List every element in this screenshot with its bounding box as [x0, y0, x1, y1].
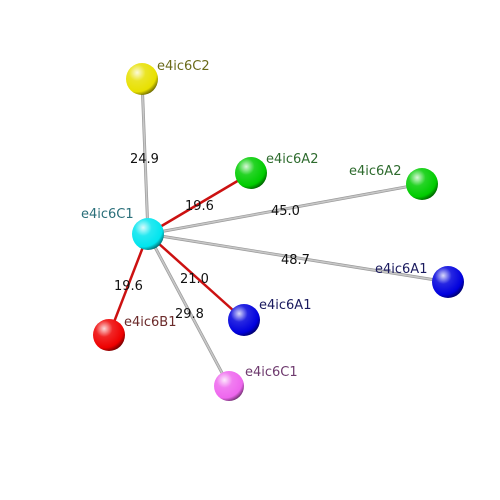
atom-label-a2_near: e4ic6A2	[266, 152, 318, 167]
distance-label-a2_near: 19.6	[185, 199, 214, 214]
nodes-layer	[93, 63, 464, 401]
edge-a2_near	[147, 171, 252, 236]
atom-a2_near	[235, 157, 267, 189]
labels-layer: 24.9 19.6 45.0 48.7 21.0 29.8 19.6 e4ic6C1 e4ic6…	[81, 59, 427, 380]
atom-c1_pink	[214, 371, 244, 401]
atom-label-c1_pink: e4ic6C1	[245, 365, 298, 380]
atom-a1_far	[432, 266, 464, 298]
edge-a1_near	[147, 233, 245, 321]
atom-label-c2: e4ic6C2	[157, 59, 210, 74]
distance-label-a2_far: 45.0	[271, 204, 300, 219]
atom-label-b1: e4ic6B1	[124, 315, 177, 330]
atom-a2_far	[406, 168, 438, 200]
atom-label-a1_near: e4ic6A1	[259, 298, 311, 313]
distance-label-c2: 24.9	[130, 152, 159, 167]
edges-layer	[107, 78, 449, 387]
distance-label-a1_far: 48.7	[281, 253, 310, 268]
distance-label-a1_near: 21.0	[180, 272, 209, 287]
edge-c1_pink	[147, 233, 230, 387]
atom-c2	[126, 63, 158, 95]
distance-label-b1: 19.6	[114, 279, 143, 294]
atom-label-a1_far: e4ic6A1	[375, 262, 427, 277]
edge-a2_far	[147, 183, 423, 235]
edge-a1_far	[147, 233, 449, 283]
atom-b1	[93, 319, 125, 351]
atom-label-a2_far: e4ic6A2	[349, 164, 401, 179]
edge-c2	[141, 78, 149, 235]
distance-label-c1_pink: 29.8	[175, 307, 204, 322]
atom-center	[132, 218, 164, 250]
atom-label-center: e4ic6C1	[81, 207, 134, 222]
atom-a1_near	[228, 304, 260, 336]
edge-b1	[107, 233, 150, 336]
